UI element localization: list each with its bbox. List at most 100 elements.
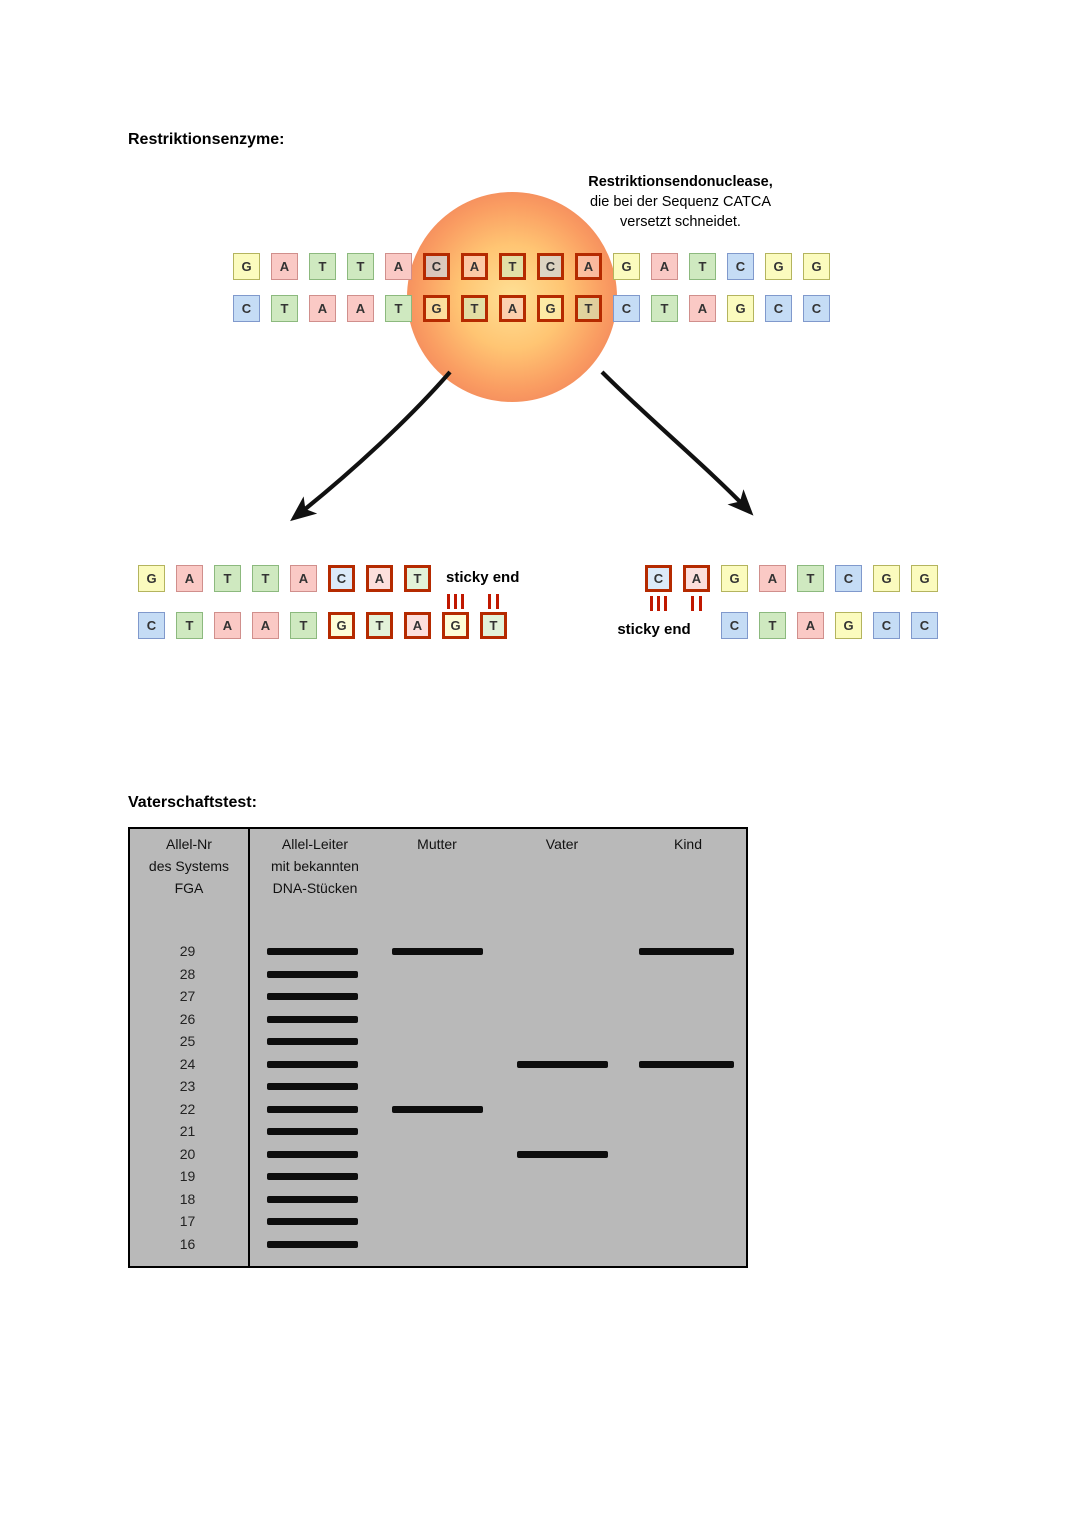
base-C: C — [765, 295, 792, 322]
gel-band-ladder-20 — [267, 1150, 358, 1158]
allele-number-26: 26 — [179, 1010, 196, 1027]
base-C: C — [721, 612, 748, 639]
base-T-highlighted: T — [461, 295, 488, 322]
allele-number-18: 18 — [179, 1190, 196, 1207]
gel-band-kind-24 — [639, 1060, 734, 1068]
base-A: A — [309, 295, 336, 322]
base-C: C — [233, 295, 260, 322]
base-C: C — [803, 295, 830, 322]
base-T: T — [759, 612, 786, 639]
bond-tick — [447, 594, 450, 609]
bond-tick — [461, 594, 464, 609]
base-A: A — [759, 565, 786, 592]
base-G: G — [233, 253, 260, 280]
base-C-highlighted: C — [645, 565, 672, 592]
base-A-highlighted: A — [499, 295, 526, 322]
gel-band-vater-24 — [517, 1060, 608, 1068]
bond-tick — [699, 596, 702, 611]
allele-number-19: 19 — [179, 1168, 196, 1184]
base-G-highlighted: G — [423, 295, 450, 322]
base-C: C — [835, 565, 862, 592]
base-T: T — [309, 253, 336, 280]
allele-number-21: 21 — [179, 1123, 196, 1139]
base-G: G — [727, 295, 754, 322]
base-G: G — [138, 565, 165, 592]
gel-band-ladder-28 — [267, 970, 358, 978]
base-A-highlighted: A — [683, 565, 710, 592]
base-A-highlighted: A — [461, 253, 488, 280]
base-A-highlighted: A — [366, 565, 393, 592]
base-A: A — [651, 253, 678, 280]
bond-tick — [650, 596, 653, 611]
gel-header-vater: Vater — [545, 836, 579, 852]
annotation-line1: Restriktionsendonuclease, — [588, 174, 773, 190]
base-G: G — [721, 565, 748, 592]
right-sticky-end-label: sticky end — [617, 621, 691, 638]
gel-band-ladder-19 — [267, 1173, 358, 1180]
enzyme-annotation: Restriktionsendonuclease, die bei der Se… — [553, 172, 808, 232]
base-A: A — [271, 253, 298, 280]
bond-tick — [657, 596, 660, 611]
gel-header-allel-leiter: Allel-Leiter mit bekannten DNA-Stücken — [271, 836, 359, 896]
allele-number-22: 22 — [179, 1100, 196, 1117]
base-T-highlighted: T — [366, 612, 393, 639]
gel-band-ladder-17 — [267, 1218, 358, 1225]
annotation-line2: die bei der Sequenz CATCA — [589, 194, 772, 210]
base-A: A — [347, 295, 374, 322]
allele-number-16: 16 — [179, 1235, 196, 1252]
gel-band-ladder-18 — [267, 1195, 358, 1203]
bond-tick — [488, 594, 491, 609]
gel-band-ladder-23 — [267, 1083, 358, 1090]
gel-column-divider — [248, 829, 250, 1266]
base-A: A — [290, 565, 317, 592]
base-A: A — [214, 612, 241, 639]
base-A-highlighted: A — [575, 253, 602, 280]
allele-number-29: 29 — [179, 943, 196, 959]
allele-number-27: 27 — [179, 988, 196, 1004]
gel-band-ladder-29 — [267, 948, 358, 955]
allele-number-20: 20 — [179, 1145, 196, 1162]
base-A: A — [689, 295, 716, 322]
base-C: C — [613, 295, 640, 322]
gel-band-ladder-26 — [267, 1015, 358, 1023]
gel-band-ladder-16 — [267, 1240, 358, 1248]
gel-band-mutter-29 — [392, 948, 483, 955]
gel-band-ladder-27 — [267, 993, 358, 1000]
section-title-restriktionsenzyme: Restriktionsenzyme: — [128, 131, 285, 148]
allele-number-25: 25 — [179, 1033, 196, 1049]
gel-band-vater-20 — [517, 1150, 608, 1158]
base-T-highlighted: T — [480, 612, 507, 639]
base-T: T — [176, 612, 203, 639]
base-T-highlighted: T — [499, 253, 526, 280]
base-C-highlighted: C — [423, 253, 450, 280]
left-sticky-end-label: sticky end — [446, 569, 520, 586]
base-T-highlighted: T — [575, 295, 602, 322]
base-G: G — [873, 565, 900, 592]
base-G: G — [765, 253, 792, 280]
base-G: G — [835, 612, 862, 639]
base-A-highlighted: A — [404, 612, 431, 639]
base-A: A — [385, 253, 412, 280]
arrow-to-right-fragment — [600, 370, 754, 516]
gel-band-mutter-22 — [392, 1105, 483, 1113]
bond-tick — [454, 594, 457, 609]
gel-band-kind-29 — [639, 948, 734, 955]
allele-number-28: 28 — [179, 965, 196, 982]
gel-band-ladder-25 — [267, 1038, 358, 1045]
gel-header-kind: Kind — [673, 836, 703, 852]
gel-band-ladder-21 — [267, 1128, 358, 1135]
allele-number-24: 24 — [179, 1055, 196, 1072]
gel-band-ladder-24 — [267, 1060, 358, 1068]
gel-header-mutter: Mutter — [417, 836, 457, 852]
base-A: A — [176, 565, 203, 592]
allele-number-23: 23 — [179, 1078, 196, 1094]
base-C: C — [911, 612, 938, 639]
base-T: T — [347, 253, 374, 280]
base-C: C — [873, 612, 900, 639]
base-C: C — [138, 612, 165, 639]
gel-header-allel-nr: Allel-Nr des Systems FGA — [148, 836, 230, 896]
